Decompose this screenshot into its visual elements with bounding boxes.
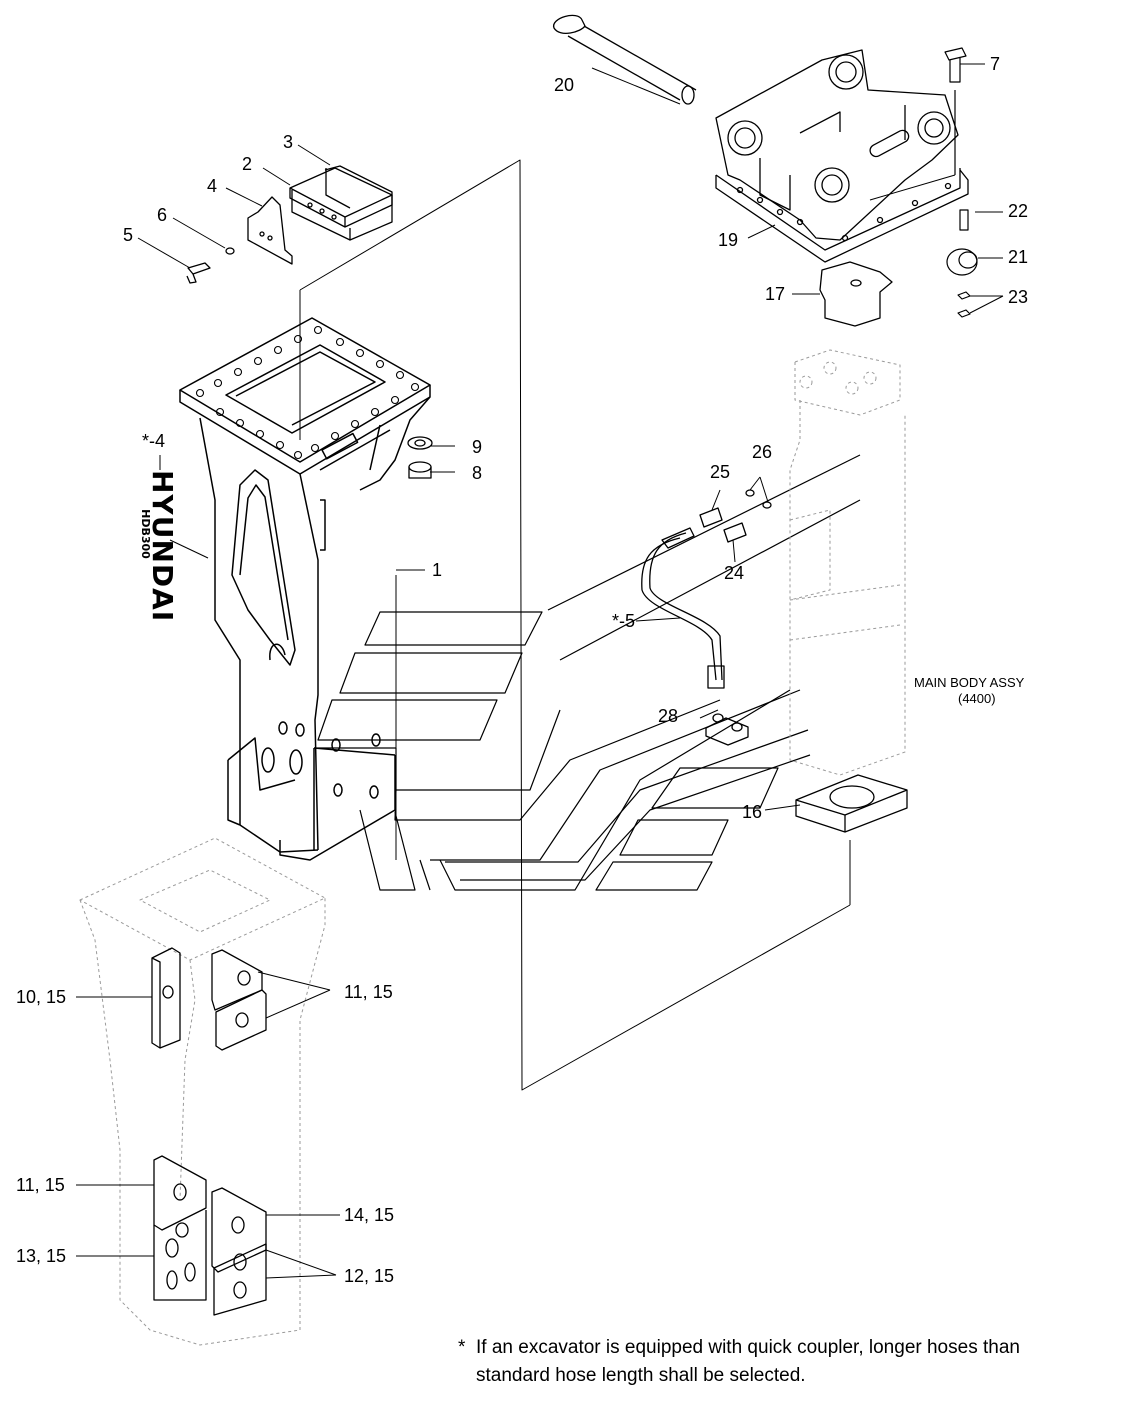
main-body-ghost: [789, 349, 906, 776]
callout-6: 6: [157, 205, 168, 225]
callout-9: 9: [472, 437, 483, 457]
callout-12-15: 12, 15: [344, 1266, 395, 1286]
callout-24: 24: [724, 563, 745, 583]
callout-28: 28: [658, 706, 679, 726]
callout-5: 5: [123, 225, 134, 245]
lower-body-ghost: [79, 837, 326, 1346]
shim-plates: [151, 947, 267, 1316]
assembly-reference-lines: [299, 159, 851, 1091]
bracket-frame: [179, 317, 431, 861]
guide-stripes: [314, 454, 861, 891]
callout-22: 22: [1008, 201, 1029, 221]
callout-7: 7: [990, 54, 1001, 74]
callout-2: 2: [242, 154, 253, 174]
callout-23: 23: [1008, 287, 1029, 307]
washer-nut: [407, 436, 433, 479]
callout-10-15: 10, 15: [16, 987, 67, 1007]
pin-hardware: [944, 47, 978, 318]
footnote-line-1: If an excavator is equipped with quick c…: [476, 1337, 1020, 1358]
brand-decal-model: HDB300: [139, 509, 152, 559]
callout-14-15: 14, 15: [344, 1205, 395, 1225]
callout-21: 21: [1008, 247, 1029, 267]
decal-leader: [159, 455, 209, 559]
footnote-line-2: standard hose length shall be selected.: [476, 1365, 806, 1386]
callout-star-4: *-4: [142, 431, 166, 451]
brand-decal: HYUNDAI HDB300: [139, 470, 190, 622]
callout-8: 8: [472, 463, 483, 483]
callout-20: 20: [554, 75, 575, 95]
plate-16: [795, 774, 908, 833]
callout-26: 26: [752, 442, 773, 462]
footnote: * If an excavator is equipped with quick…: [458, 1334, 1133, 1390]
main-body-assy-code: (4400): [958, 691, 996, 706]
callout-16: 16: [742, 802, 763, 822]
callout-17: 17: [765, 284, 786, 304]
cushion-block: [819, 261, 893, 327]
footnote-mark: *: [458, 1337, 466, 1358]
callout-19: 19: [718, 230, 739, 250]
top-bracket-assembly: [553, 14, 969, 263]
callout-3: 3: [283, 132, 294, 152]
main-body-assy-title: MAIN BODY ASSY: [914, 675, 1025, 690]
wear-plates-group: [186, 165, 393, 284]
hose-assembly: [641, 489, 772, 746]
callout-13-15: 13, 15: [16, 1246, 67, 1266]
callout-star-5: *-5: [612, 611, 636, 631]
callout-11-15-upper: 11, 15: [344, 982, 393, 1002]
callout-25: 25: [710, 462, 731, 482]
callout-11-15-lower: 11, 15: [16, 1175, 65, 1195]
callout-1: 1: [432, 560, 443, 580]
callout-4: 4: [207, 176, 218, 196]
leader-lines: [76, 63, 1004, 1279]
